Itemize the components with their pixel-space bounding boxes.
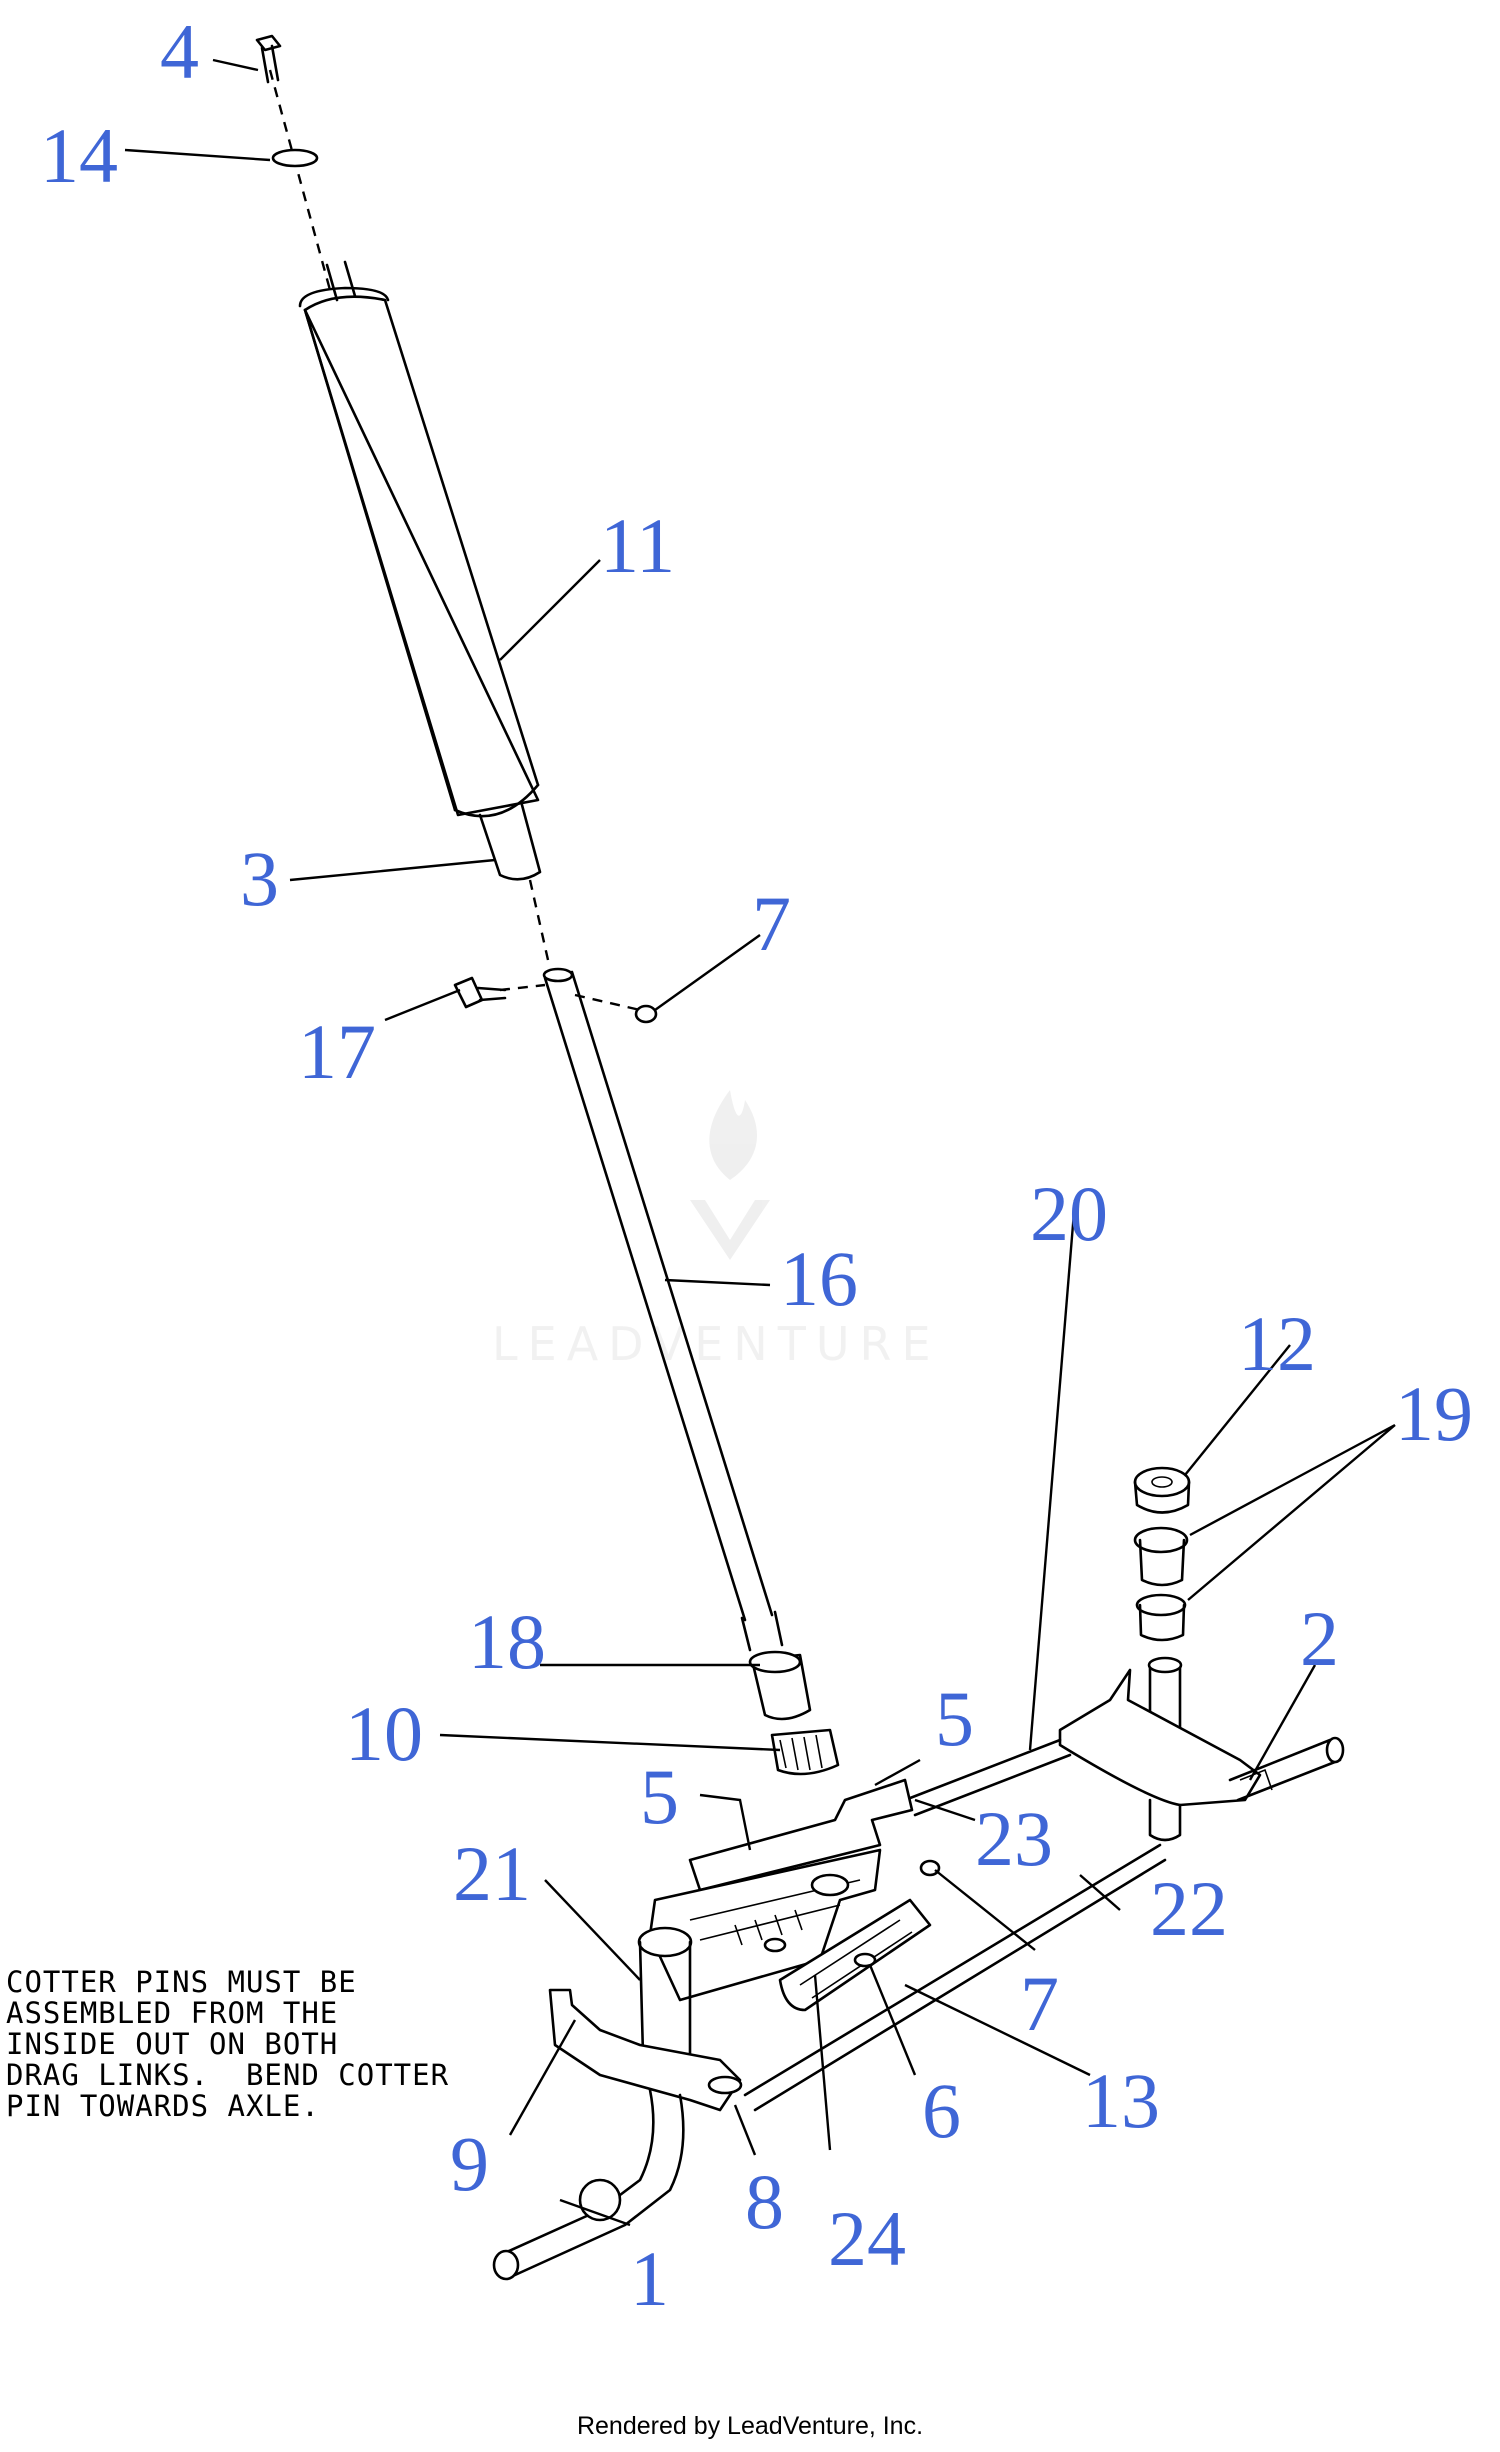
leader-lines [124, 58, 1396, 2227]
callout-20: 20 [1030, 1170, 1108, 1257]
note-line: DRAG LINKS. BEND COTTER [6, 2058, 450, 2092]
callout-11: 11 [600, 502, 675, 589]
callout-3: 3 [240, 835, 279, 922]
note-line: INSIDE OUT ON BOTH [6, 2027, 339, 2061]
part-21-left-spindle [548, 1926, 743, 2112]
part-17-bolt [453, 976, 507, 1009]
assembly-note: COTTER PINS MUST BE ASSEMBLED FROM THE I… [6, 1967, 449, 2122]
callout-7-lower: 7 [1020, 1960, 1059, 2047]
callout-22: 22 [1150, 1865, 1228, 1952]
callout-9: 9 [450, 2120, 489, 2207]
note-line: COTTER PINS MUST BE [6, 1965, 357, 1999]
part-12-cap [1133, 1466, 1191, 1514]
callout-6: 6 [922, 2067, 961, 2154]
callout-7-upper: 7 [752, 880, 791, 967]
watermark-text: LEADVENTURE [492, 1317, 941, 1371]
part-7-nut-upper [634, 1004, 658, 1024]
part-16-steering-shaft [542, 967, 784, 1652]
callout-24: 24 [828, 2195, 906, 2282]
note-line: ASSEMBLED FROM THE [6, 1996, 339, 2030]
part-14-washer [271, 148, 319, 168]
callout-16: 16 [780, 1235, 858, 1322]
part-18-bushing [748, 1650, 812, 1721]
part-10-pinion-gear [770, 1728, 840, 1776]
part-13-sector-gear [778, 1898, 932, 2012]
part-19-bushings [1133, 1526, 1189, 1642]
callout-2: 2 [1300, 1595, 1339, 1682]
callout-4: 4 [160, 8, 199, 95]
callout-5-left: 5 [640, 1753, 679, 1840]
callout-18: 18 [468, 1598, 546, 1685]
callout-19: 19 [1395, 1370, 1473, 1457]
callout-8: 8 [745, 2158, 784, 2245]
callout-23: 23 [975, 1795, 1053, 1882]
part-2-right-spindle [1058, 1656, 1345, 1842]
callout-21: 21 [453, 1830, 531, 1917]
part-4-bolt [255, 34, 282, 84]
callout-12: 12 [1238, 1300, 1316, 1387]
part-20-tie-rod [903, 1738, 1072, 1817]
callout-13: 13 [1082, 2057, 1160, 2144]
watermark-logo: LEADVENTURE [492, 1090, 941, 1371]
part-7-nut-lower [919, 1859, 941, 1877]
note-line: PIN TOWARDS AXLE. [6, 2089, 320, 2123]
footer-credit: Rendered by LeadVenture, Inc. [576, 2412, 924, 2440]
callout-10: 10 [345, 1690, 423, 1777]
callout-14: 14 [40, 112, 118, 199]
callout-5-right: 5 [935, 1675, 974, 1762]
callout-17: 17 [298, 1008, 376, 1095]
part-11-steering-tube [298, 260, 542, 881]
callout-1: 1 [630, 2235, 669, 2322]
